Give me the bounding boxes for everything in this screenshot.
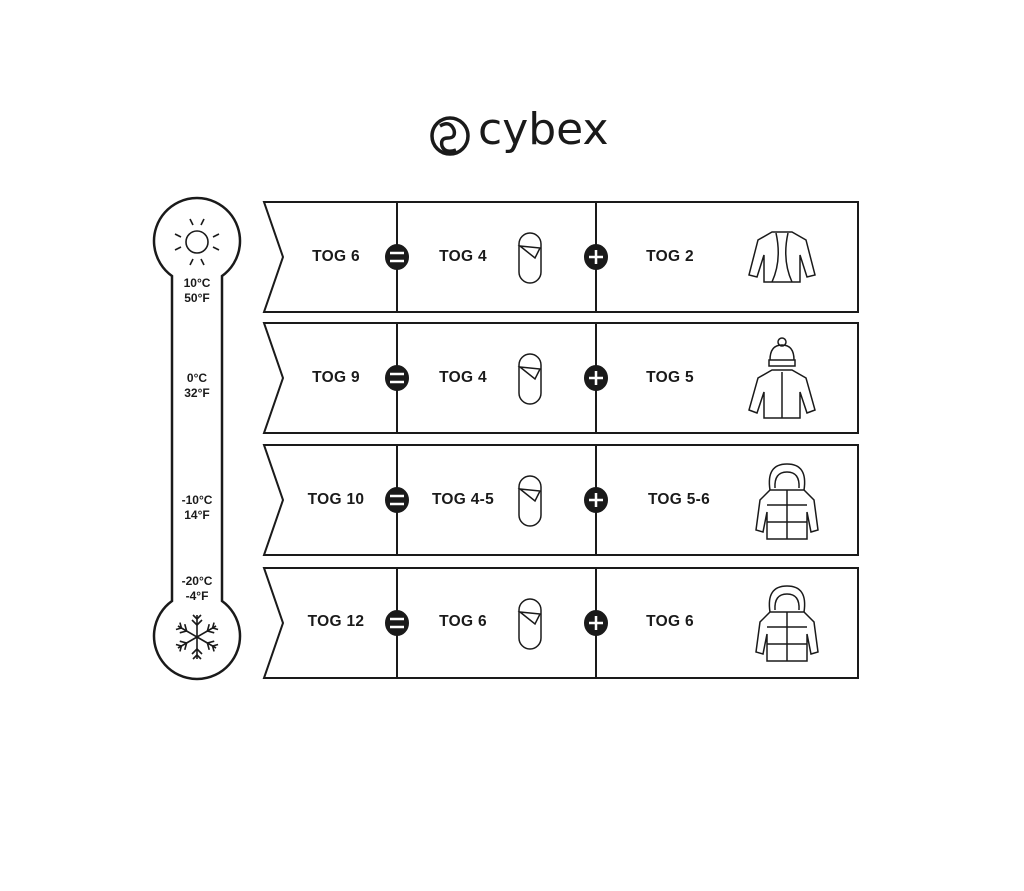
footmuff-tog: TOG 4 bbox=[439, 248, 487, 265]
temp-celsius: 10°C bbox=[183, 276, 211, 290]
clothing-tog: TOG 6 bbox=[646, 613, 694, 630]
footmuff-tog: TOG 4 bbox=[439, 369, 487, 386]
clothing-tog: TOG 5 bbox=[646, 369, 694, 386]
temp-fahrenheit: 50°F bbox=[184, 291, 210, 305]
thermometer-outline bbox=[152, 196, 242, 681]
total-tog: TOG 12 bbox=[307, 613, 365, 630]
total-tog: TOG 9 bbox=[312, 369, 360, 386]
hooded-down-jacket-icon bbox=[755, 463, 819, 540]
snowflake-icon bbox=[174, 614, 220, 660]
cybex-logo-icon bbox=[430, 116, 470, 156]
temp-celsius: -20°C bbox=[181, 574, 213, 588]
temp-fahrenheit: 14°F bbox=[184, 508, 210, 522]
temp-fahrenheit: -4°F bbox=[185, 589, 209, 603]
temp-fahrenheit: 32°F bbox=[184, 386, 210, 400]
total-tog: TOG 10 bbox=[307, 491, 365, 508]
clothing-tog: TOG 5-6 bbox=[647, 491, 711, 508]
row-frame bbox=[262, 201, 859, 313]
brand-logo: cybex bbox=[478, 104, 609, 155]
clothing-tog: TOG 2 bbox=[646, 248, 694, 265]
temp-label: -20°C-4°F bbox=[167, 574, 227, 604]
footmuff-tog: TOG 6 bbox=[439, 613, 487, 630]
temp-celsius: 0°C bbox=[186, 371, 208, 385]
sun-icon bbox=[174, 218, 220, 266]
total-tog: TOG 6 bbox=[312, 248, 360, 265]
cardigan-icon bbox=[748, 231, 816, 283]
footmuff-tog: TOG 4-5 bbox=[431, 491, 495, 508]
jacket-with-hat-icon bbox=[748, 337, 816, 419]
temp-celsius: -10°C bbox=[181, 493, 213, 507]
footmuff-icon bbox=[517, 232, 542, 284]
